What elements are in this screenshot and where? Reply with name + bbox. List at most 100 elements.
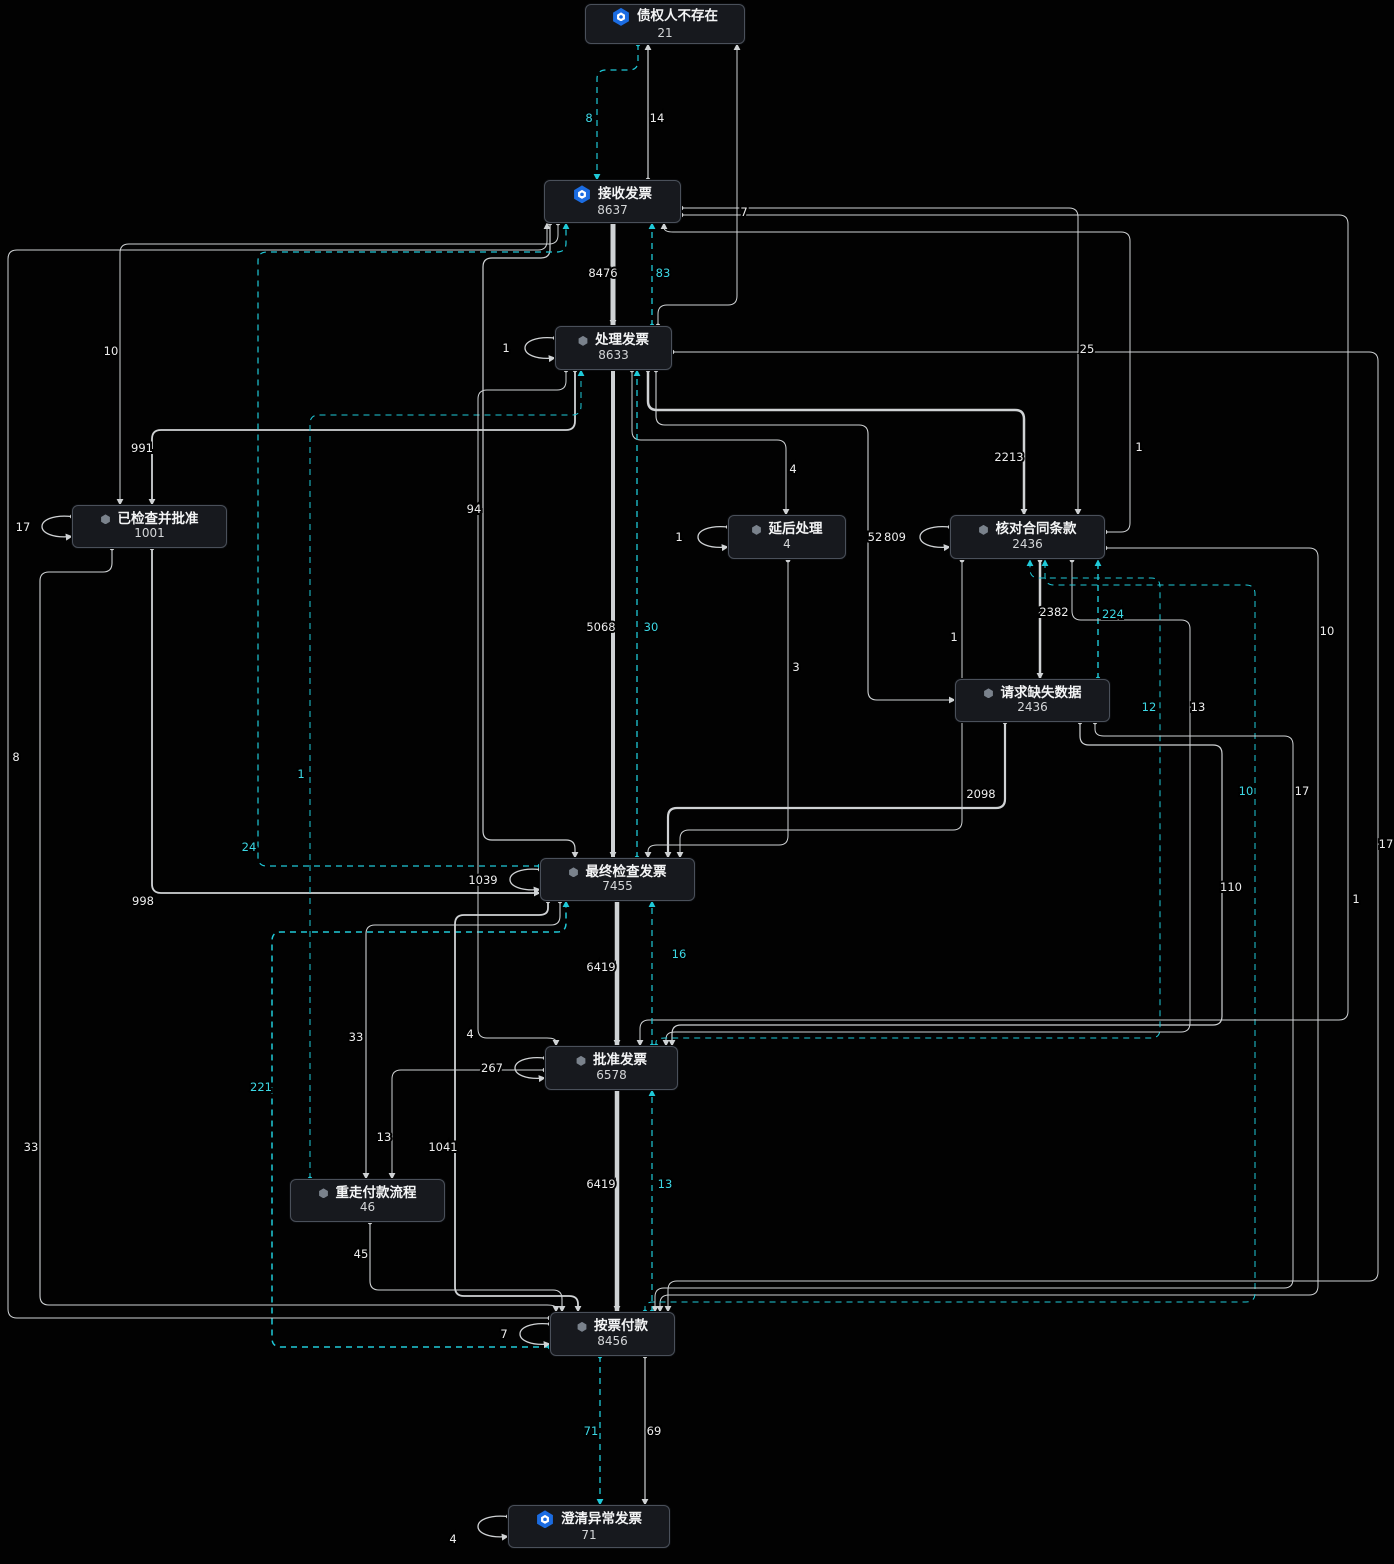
edge-count-label: 221: [250, 1080, 272, 1094]
node-title-row: 最终检查发票: [569, 865, 667, 880]
edge-count-label: 83: [656, 266, 671, 280]
activity-hexagon-icon: [979, 524, 988, 535]
self-loop-check-contract-terms[interactable]: [919, 526, 951, 552]
self-loop-process-invoice[interactable]: [524, 337, 556, 363]
edge-final-check-invoice-to-receive-invoice[interactable]: [257, 222, 570, 867]
activity-hexagon-icon: [752, 524, 761, 535]
edge-count-label: 2213: [994, 450, 1023, 464]
edge-count-label: 8: [12, 750, 19, 764]
edge-count-label: 991: [131, 441, 153, 455]
edge-approve-invoice-to-check-contract-terms[interactable]: [655, 559, 1161, 1046]
edge-request-missing-data-to-approve-invoice[interactable]: [668, 722, 1223, 1047]
edge-count-label: 69: [647, 1424, 662, 1438]
edge-checked-and-approved-to-final-check-invoice[interactable]: [151, 548, 541, 897]
self-loop-count-label: 1: [675, 530, 682, 544]
edge-request-missing-data-to-final-check-invoice[interactable]: [664, 722, 1007, 859]
edge-count-label: 7: [740, 205, 747, 219]
self-loop-postpone-processing[interactable]: [697, 526, 729, 552]
start-end-hexagon-icon: [613, 7, 629, 26]
hexagon-ring-icon: [578, 189, 586, 199]
edge-count-label: 1: [950, 630, 957, 644]
edge-pay-invoice-to-receive-invoice[interactable]: [7, 222, 551, 1319]
self-loop-count-label: 1: [502, 341, 509, 355]
edge-process-invoice-to-postpone-processing[interactable]: [631, 370, 790, 516]
edge-check-contract-terms-to-final-check-invoice[interactable]: [676, 560, 963, 859]
edge-check-contract-terms-to-approve-invoice[interactable]: [662, 560, 1191, 1047]
node-title-row: 按票付款: [577, 1320, 648, 1334]
hexagon-core-icon: [543, 1517, 547, 1522]
edge-count-label: 4: [466, 1027, 473, 1041]
edge-count-label: 2098: [966, 787, 995, 801]
node-title-row: 核对合同条款: [979, 523, 1077, 537]
edge-count-label: 10: [1320, 624, 1335, 638]
edge-count-label: 13: [658, 1177, 673, 1191]
self-loop-checked-and-approved[interactable]: [41, 515, 73, 541]
edge-process-invoice-to-request-missing-data[interactable]: [655, 370, 956, 704]
edge-receive-invoice-to-check-contract-terms[interactable]: [681, 207, 1082, 516]
edge-check-contract-terms-to-receive-invoice[interactable]: [660, 222, 1131, 533]
edge-approve-invoice-to-redo-payment-process[interactable]: [388, 1069, 545, 1180]
edge-process-invoice-to-checked-and-approved[interactable]: [148, 370, 576, 506]
node-label: 延后处理: [768, 521, 823, 538]
node-label: 接收发票: [598, 185, 652, 202]
edge-receive-invoice-to-approve-invoice[interactable]: [636, 214, 1349, 1047]
edge-count-label: 33: [349, 1030, 364, 1044]
self-loop-approve-invoice[interactable]: [514, 1057, 546, 1083]
node-title-row: 澄清异常发票: [536, 1510, 642, 1529]
node-title-row: 债权人不存在: [612, 7, 718, 26]
edge-count-label: 94: [467, 502, 482, 516]
node-title-row: 已检查并批准: [101, 512, 199, 527]
edge-checked-and-approved-to-pay-invoice[interactable]: [39, 548, 560, 1313]
node-case-count: 8456: [597, 1333, 628, 1348]
edge-count-label: 8476: [588, 266, 617, 280]
edge-count-label: 2382: [1039, 605, 1068, 619]
self-loop-pay-invoice[interactable]: [519, 1323, 551, 1349]
node-label: 请求缺失数据: [1000, 684, 1082, 701]
hexagon-ring-icon: [541, 1514, 549, 1524]
node-case-count: 1001: [134, 526, 165, 541]
edge-receive-invoice-to-checked-and-approved[interactable]: [116, 223, 559, 506]
edge-request-missing-data-to-pay-invoice[interactable]: [651, 722, 1294, 1313]
edge-postpone-processing-to-final-check-invoice[interactable]: [644, 560, 789, 859]
edge-count-label: 16: [672, 947, 687, 961]
self-loop-clarify-abnormal-invoice[interactable]: [477, 1515, 509, 1541]
edge-process-invoice-to-check-contract-terms[interactable]: [646, 370, 1028, 516]
node-label: 重走付款流程: [335, 1184, 417, 1201]
edge-process-invoice-to-approve-invoice[interactable]: [477, 370, 567, 1047]
edge-pay-invoice-to-final-check-invoice[interactable]: [271, 900, 570, 1348]
edge-creditor-not-exist-to-receive-invoice[interactable]: [593, 44, 639, 181]
edge-pay-invoice-to-check-contract-terms[interactable]: [644, 559, 1256, 1312]
edge-count-label: 17: [1379, 837, 1394, 851]
edge-count-label: 6419: [586, 960, 615, 974]
activity-hexagon-icon: [984, 688, 993, 699]
edge-final-check-invoice-to-redo-payment-process[interactable]: [362, 901, 561, 1180]
edge-count-label: 1041: [428, 1140, 457, 1154]
edge-check-contract-terms-to-pay-invoice[interactable]: [656, 547, 1319, 1313]
edge-process-invoice-to-creditor-not-exist[interactable]: [657, 43, 741, 326]
activity-hexagon-icon: [576, 1055, 586, 1066]
self-loop-final-check-invoice[interactable]: [509, 868, 541, 894]
node-title-row: 批准发票: [576, 1054, 647, 1068]
edge-final-check-invoice-to-pay-invoice[interactable]: [454, 901, 582, 1313]
edge-redo-payment-process-to-process-invoice[interactable]: [309, 369, 585, 1179]
node-case-count: 2436: [1017, 700, 1048, 715]
activity-hexagon-icon: [577, 1321, 587, 1332]
self-loop-count-label: 1039: [468, 873, 497, 887]
node-case-count: 2436: [1012, 536, 1043, 551]
edge-process-invoice-to-pay-invoice[interactable]: [664, 351, 1379, 1313]
edge-redo-payment-process-to-pay-invoice[interactable]: [369, 1222, 566, 1313]
edge-receive-invoice-to-final-check-invoice[interactable]: [482, 223, 579, 859]
node-title-row: 延后处理: [752, 523, 823, 537]
